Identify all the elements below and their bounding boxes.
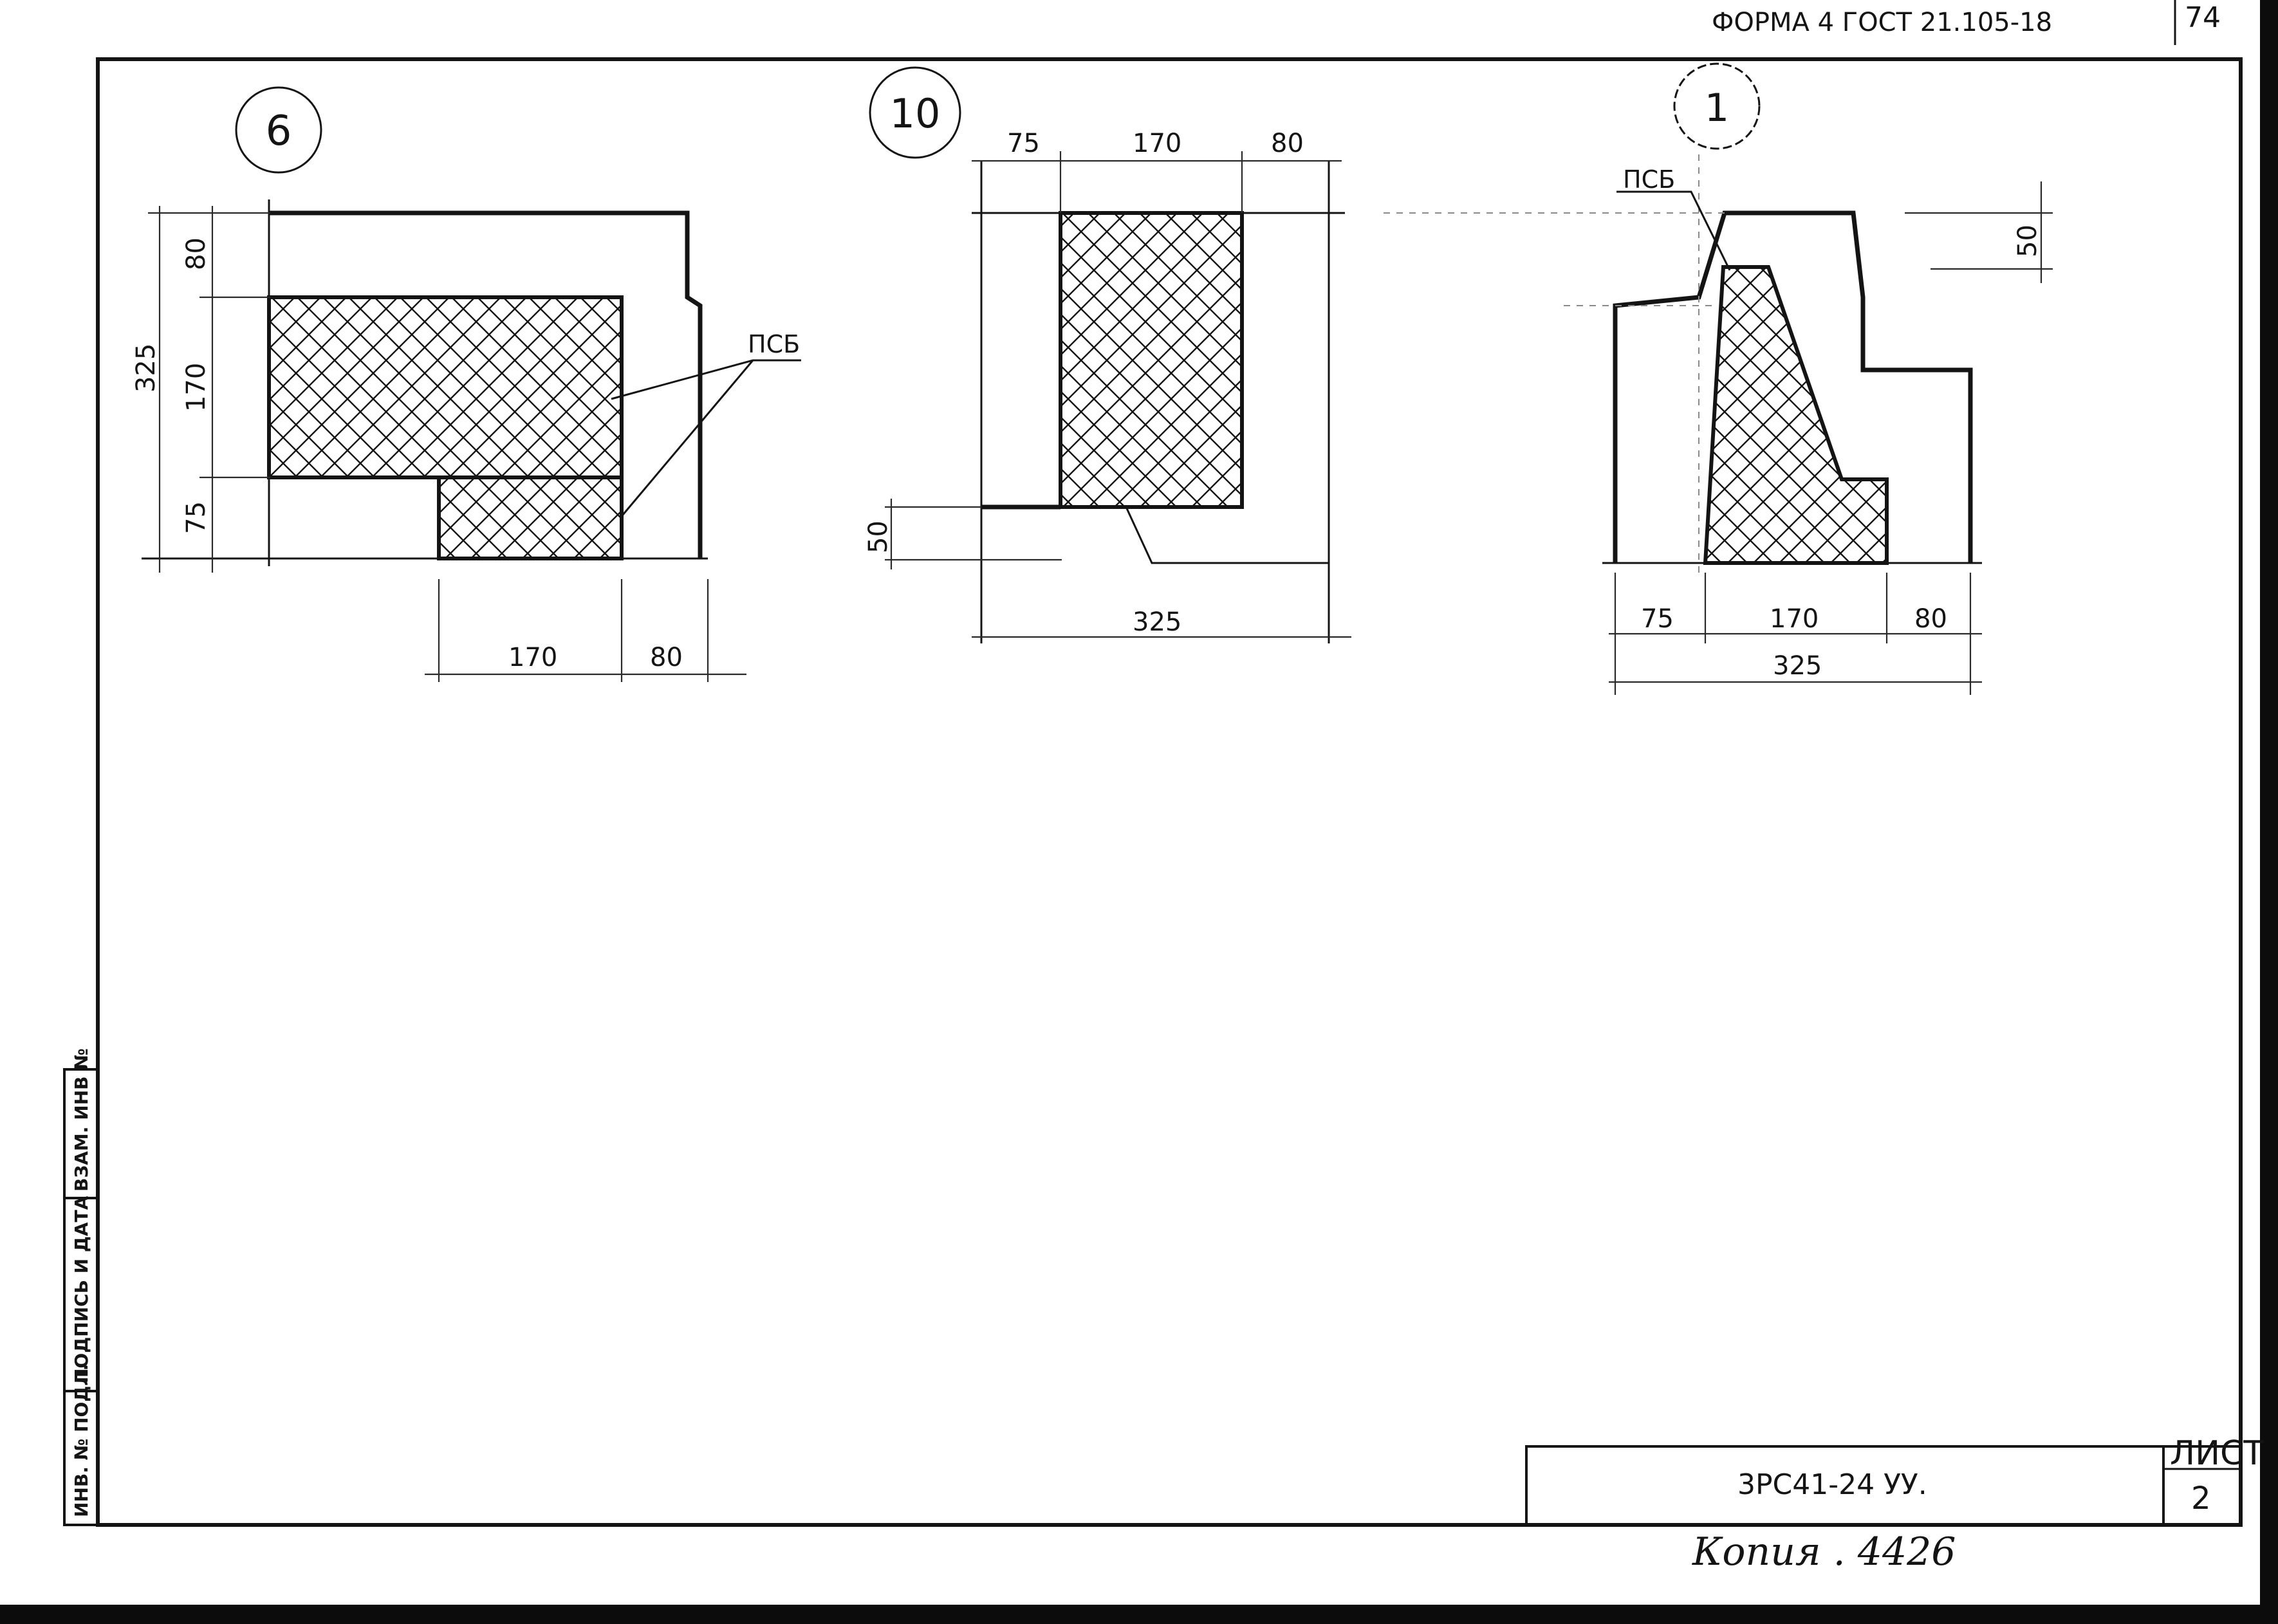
- insulation-upper: [267, 295, 624, 479]
- form-note: ФОРМА 4 ГОСТ 21.105-18: [1712, 8, 2052, 37]
- side-stamp: ИНВ. № ПОДЛ. ПОДПИСЬ И ДАТА ВЗАМ. ИНВ №: [63, 1048, 99, 1526]
- dim-v-total: 325: [131, 344, 161, 392]
- section-1: 1 ПСБ 50 75 170 80 325: [1384, 62, 2053, 695]
- dim-h-mid: 170: [1133, 129, 1181, 158]
- material-label: ПСБ: [748, 330, 800, 358]
- dim-h-right: 80: [1271, 129, 1304, 158]
- document-code: 3РС41-24 УУ.: [1737, 1468, 1927, 1501]
- wall-outline: [269, 210, 703, 558]
- drawing-frame: [96, 57, 2243, 1527]
- scan-border-right: [2260, 0, 2278, 1624]
- dim-v-mid: 170: [181, 363, 211, 412]
- sheet-number: 2: [2191, 1481, 2211, 1517]
- material-label: ПСБ: [1623, 165, 1675, 194]
- page-mark: 74: [2185, 1, 2221, 34]
- side-stamp-frame: [63, 1068, 99, 1526]
- side-stamp-field-1: ИНВ. № ПОДЛ.: [71, 1364, 92, 1517]
- dim-v-top: 80: [181, 237, 211, 270]
- dim-h-total: 325: [1133, 607, 1181, 637]
- dim-h-total: 325: [1773, 651, 1822, 681]
- wall-outline: [1613, 210, 1973, 563]
- dim-h-left: 75: [1007, 129, 1040, 158]
- section-marker: 10: [890, 90, 941, 137]
- material-leader: [611, 359, 801, 400]
- title-block: 3РС41-24 УУ. ЛИСТ 2: [1525, 1434, 2264, 1526]
- insulation: [1703, 265, 1889, 565]
- side-stamp-field-2: ПОДПИСЬ И ДАТА: [71, 1195, 92, 1383]
- title-block-frame: [1525, 1445, 2242, 1526]
- dim-v-bot: 75: [181, 501, 211, 534]
- material-leader: [1616, 190, 1731, 271]
- dim-h-right: 80: [650, 643, 683, 672]
- dim-v-left: 50: [864, 521, 893, 553]
- dim-h-left: 170: [508, 643, 557, 672]
- handwritten-note: Копия . 4426: [1692, 1529, 1956, 1574]
- section-10: 10 75 170 80 325 50: [864, 66, 1351, 643]
- dim-h-right: 80: [1914, 604, 1947, 634]
- insulation-lower: [437, 475, 624, 560]
- side-stamp-field-3: ВЗАМ. ИНВ №: [71, 1048, 92, 1192]
- section-marker-circle: [235, 86, 322, 174]
- section-marker-circle: [1673, 62, 1761, 150]
- material-leader-2: [622, 360, 754, 515]
- dim-v-right: 50: [2013, 225, 2042, 257]
- leader-bottom: [1125, 506, 1329, 564]
- section-marker-circle: [869, 66, 961, 159]
- scan-border-bottom: [0, 1605, 2278, 1624]
- dim-h-left: 75: [1641, 604, 1674, 634]
- sheet-label: ЛИСТ: [2170, 1434, 2264, 1473]
- section-6: 6 ПСБ 80 170 75 325 170 80: [131, 86, 801, 682]
- insulation-core: [1059, 211, 1244, 509]
- dim-h-mid: 170: [1770, 604, 1819, 634]
- section-marker: 6: [266, 107, 292, 155]
- section-marker: 1: [1705, 86, 1729, 131]
